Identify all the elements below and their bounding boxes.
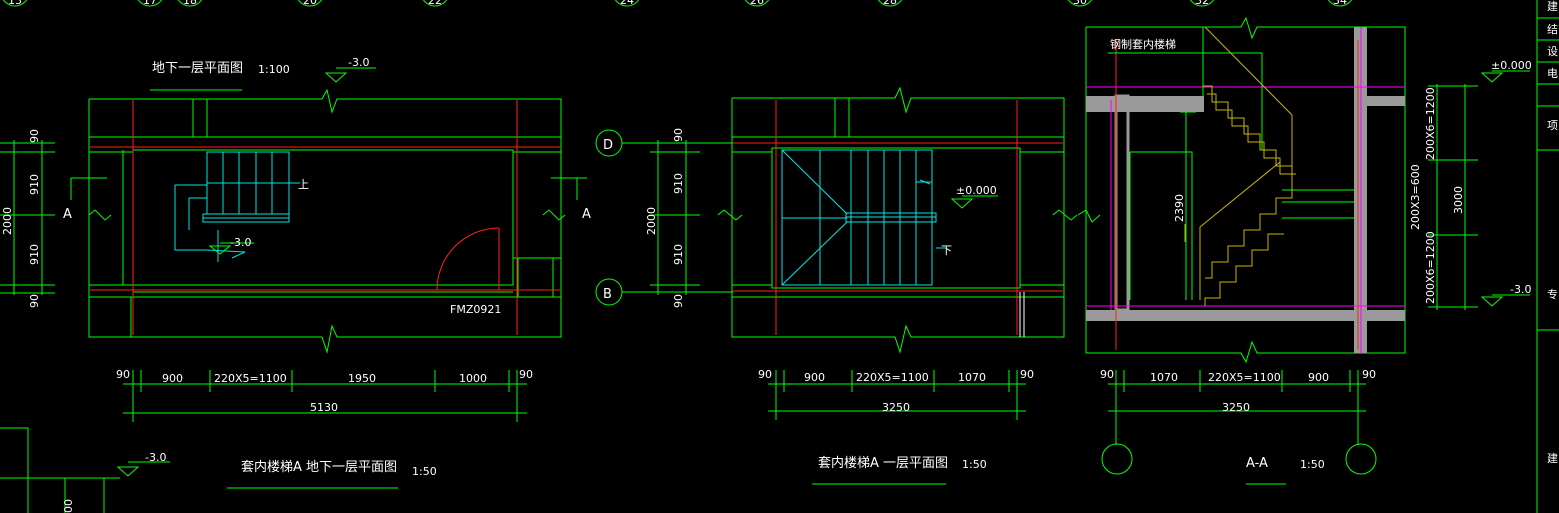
view1-bottom-dim: 1950 [348,372,376,385]
view3-level-top: ±0.000 [1491,59,1532,72]
axis-num: 28 [883,0,897,7]
view3-bottom-dim: 90 [1362,368,1376,381]
view1-left-dim: 90 [28,129,41,143]
view3-height-label: 2390 [1173,194,1186,222]
panel-label: 设 [1547,45,1558,58]
slab [1086,310,1405,321]
view3-section-aa: 2390 钢制套内楼梯 200X6=1200 200X3=600 200X6=1… [1077,16,1532,485]
panel-label: 专 [1547,287,1558,301]
level-triangle-icon [324,72,348,83]
axis-num: 26 [750,0,764,7]
axis-bubble [1101,443,1133,475]
view2-title: 套内楼梯A 一层平面图 [818,455,948,471]
view1-section-mark-right: A [582,207,591,222]
view1-bottom-dim: 90 [519,368,533,381]
view3-note: 钢制套内楼梯 [1110,37,1176,51]
view3-title: A-A [1246,456,1268,471]
axis-num: 13 [8,0,22,7]
view1-left-total: 2000 [1,207,14,235]
lower-left-fragment: -3.0 00 [0,427,170,513]
view3-bottom-dim: 90 [1100,368,1114,381]
top-axis-bubbles: 13 17 18 20 22 24 26 28 30 32 34 [2,0,1353,7]
view1-left-dim: 910 [28,174,41,195]
panel-label: 电 [1547,67,1558,80]
view3-right-dim: 200X6=1200 [1424,87,1437,160]
axis-num: 20 [303,0,317,7]
view1-header-title: 地下一层平面图 [152,61,243,76]
view3-bottom-dim: 220X5=1100 [1208,371,1281,384]
view2-bottom-dim: 900 [804,371,825,384]
view1-section-mark-left: A [63,207,72,222]
view2-bottom-dim: 220X5=1100 [856,371,929,384]
view3-right-dim: 200X6=1200 [1424,231,1437,304]
view2-bottom-total: 3250 [882,401,910,414]
view2-bottom-dim: 90 [758,368,772,381]
view3-scale: 1:50 [1300,458,1325,471]
view3-right-total: 3000 [1452,186,1465,214]
view3-right-dim: 200X3=600 [1409,164,1422,230]
view2-axis-bottom: B [603,287,612,302]
view1-left-dim: 90 [28,294,41,308]
axis-num: 17 [143,0,157,7]
view2-left-dim: 910 [672,244,685,265]
axis-num: 32 [1195,0,1209,7]
axis-num: 22 [428,0,442,7]
view1-bottom-dim: 1000 [459,372,487,385]
view1-stair-up: 上 [298,178,309,191]
view1-bottom-dim: 900 [162,372,183,385]
level-triangle-icon [116,466,140,477]
axis-num: 34 [1333,0,1347,7]
axis-num: 24 [620,0,634,7]
view2-left-dim: 910 [672,173,685,194]
panel-label: 建 [1547,451,1558,465]
view1-title: 套内楼梯A 地下一层平面图 [241,459,397,475]
view3-bottom-dim: 1070 [1150,371,1178,384]
view1-header-scale: 1:100 [258,63,290,76]
view1-basement-plan: 地下一层平面图 1:100 -3.0 [0,56,591,489]
view2-ground-plan: 下 ±0.000 D B 90 910 910 90 2000 90 900 2… [595,86,1078,485]
level-triangle-icon [208,245,232,255]
view1-landing-level: -3.0 [230,236,251,249]
view3-bottom-total: 3250 [1222,401,1250,414]
view2-bottom-dim: 1070 [958,371,986,384]
view2-left-total: 2000 [645,207,658,235]
slab [1086,96,1204,112]
panel-label: 项 [1547,119,1558,132]
level-triangle-icon [1480,296,1504,307]
view1-door-tag: FMZ0921 [450,303,501,316]
view2-axis-top: D [603,138,613,153]
view1-left-dim: 910 [28,244,41,265]
level-triangle-icon [1480,72,1504,83]
view1-bottom-total: 5130 [310,401,338,414]
lower-left-level: -3.0 [145,451,166,464]
view2-level: ±0.000 [956,184,997,197]
view3-bottom-dim: 900 [1308,371,1329,384]
view2-left-dim: 90 [672,128,685,142]
axis-num: 18 [183,0,197,7]
view3-level-bottom: -3.0 [1510,283,1531,296]
view1-scale: 1:50 [412,465,437,478]
axis-bubble [1345,443,1377,475]
view2-left-dim: 90 [672,294,685,308]
title-block-panel: 建 结 设 电 项 专 建 [1536,0,1559,513]
level-triangle-icon [950,198,974,209]
view1-bottom-dim: 220X5=1100 [214,372,287,385]
axis-num: 30 [1073,0,1087,7]
panel-label: 建 [1547,0,1558,13]
lower-left-dim: 00 [62,499,75,513]
view1-bottom-dim: 90 [116,368,130,381]
view2-scale: 1:50 [962,458,987,471]
view1-header-level: -3.0 [348,56,369,69]
view2-stair-down: 下 [941,244,952,257]
panel-label: 结 [1547,23,1558,36]
view2-bottom-dim: 90 [1020,368,1034,381]
